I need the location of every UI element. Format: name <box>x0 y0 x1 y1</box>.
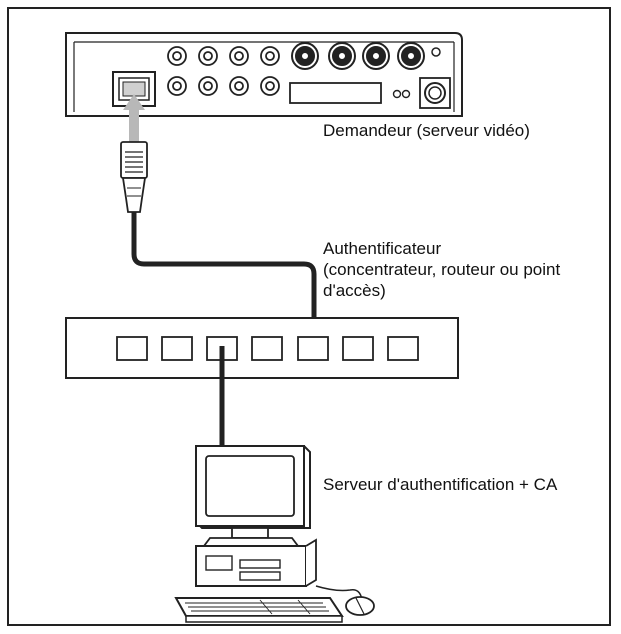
auth-server-label: Serveur d'authentification + CA <box>323 475 558 494</box>
supplicant-label: Demandeur (serveur vidéo) <box>323 121 530 140</box>
authenticator-label: Authentificateur (concentrateur, routeur… <box>323 239 561 300</box>
network-hub-icon <box>65 317 459 379</box>
connection-arrow-icon <box>123 94 145 142</box>
rj45-plug-icon <box>120 141 148 213</box>
ethernet-cable <box>131 212 317 332</box>
desktop-computer-icon <box>174 445 375 623</box>
diagram-frame <box>7 7 611 626</box>
video-server-icon <box>65 32 463 117</box>
